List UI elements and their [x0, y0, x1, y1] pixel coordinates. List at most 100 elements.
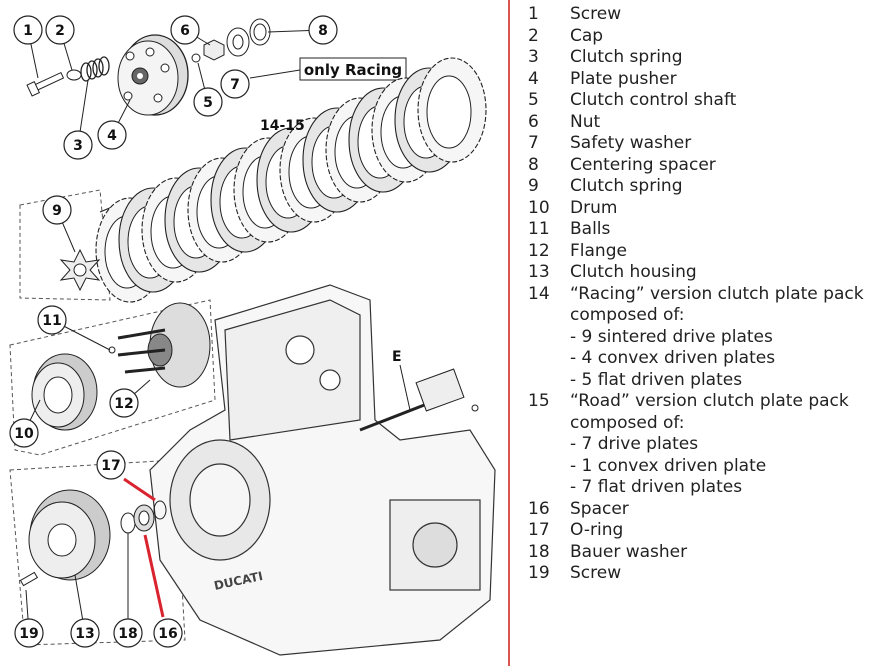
legend-subline: composed of:: [570, 412, 685, 433]
screw-1: [26, 71, 65, 97]
clutch-plate-bore: [426, 75, 472, 149]
legend-text: Bauer washer: [570, 541, 688, 562]
legend-subline: - 9 sintered drive plates: [570, 326, 773, 347]
drum-10: [31, 353, 98, 431]
legend-item: 7 Safety washer: [528, 133, 888, 155]
callout-16: 16: [153, 618, 183, 648]
callout-circle: [170, 15, 200, 45]
legend-number: 10: [528, 197, 550, 218]
legend-text: Safety washer: [570, 133, 692, 153]
callout-number: 9: [52, 203, 62, 219]
callout-circle: [97, 120, 127, 150]
screw-19: [19, 571, 39, 587]
legend-number: 13: [528, 262, 550, 282]
legend-number: 15: [528, 391, 550, 411]
shaft-e: E: [359, 349, 479, 432]
legend-number: 17: [528, 520, 550, 540]
legend-item: 15 “Road” version clutch plate pack: [528, 391, 888, 413]
callout-number: 17: [101, 458, 120, 474]
legend-text: Clutch spring: [570, 47, 683, 67]
callout-number: 12: [114, 396, 133, 412]
callout-circle: [96, 450, 126, 480]
clutch-housing-13: [28, 489, 111, 581]
legend-text: “Road” version clutch plate pack: [570, 391, 849, 411]
callout-8: 8: [308, 15, 338, 45]
legend-number: 1: [528, 4, 539, 24]
callout-circle: [63, 130, 93, 160]
callout-11: 11: [37, 305, 67, 335]
callout-7: 7: [220, 69, 250, 99]
callout-circle: [113, 618, 143, 648]
legend-text: Flange: [570, 240, 627, 261]
callout-circle: [109, 388, 139, 418]
callout-4: 4: [97, 120, 127, 150]
legend-text: Drum: [570, 197, 618, 218]
legend-number: 6: [528, 111, 539, 132]
callout-circle: [70, 618, 100, 648]
callout-number: 16: [158, 626, 177, 642]
legend-subline: - 5 flat driven plates: [570, 369, 743, 390]
spacer-16: [133, 504, 155, 532]
legend-number: 12: [528, 240, 550, 261]
callout-6: 6: [170, 15, 200, 45]
callout-circle: [9, 418, 39, 448]
callout-2: 2: [45, 15, 75, 45]
legend-subline: - 1 convex driven plate: [570, 455, 767, 476]
callout-12: 12: [109, 388, 139, 418]
callout-9: 9: [42, 195, 72, 225]
legend-item: 13 Clutch housing: [528, 262, 888, 284]
callout-17: 17: [96, 450, 126, 480]
only-racing-label: only Racing: [304, 61, 402, 79]
plate-pack-label: 14-15: [260, 118, 305, 134]
legend-subline: - 7 drive plates: [570, 434, 699, 454]
legend-text: Clutch control shaft: [570, 90, 737, 110]
callout-19: 19: [14, 618, 44, 648]
callout-number: 1: [23, 23, 33, 39]
callout-number: 7: [230, 77, 240, 93]
legend-number: 11: [528, 219, 550, 239]
legend-text: Clutch housing: [570, 262, 697, 282]
legend-text: Screw: [570, 563, 622, 583]
clutch-spring-3: [80, 56, 110, 82]
callout-number: 13: [75, 626, 94, 642]
callout-number: 18: [118, 626, 137, 642]
legend-item: 14“Racing” version clutch plate pack: [528, 284, 888, 306]
legend-number: 14: [528, 283, 550, 304]
callout-number: 8: [318, 23, 328, 39]
legend-number: 7: [528, 133, 539, 153]
exploded-clutch-diagram: only Racing 14-15 DUCATI: [9, 15, 496, 656]
legend-item: 16 Spacer: [528, 499, 888, 521]
callout-13: 13: [70, 618, 100, 648]
legend-subline: - 7 flat driven plates: [570, 477, 743, 497]
legend-item: 12 Flange: [528, 241, 888, 263]
clutch-plate-pack: [95, 57, 487, 303]
legend-number: 4: [528, 68, 539, 89]
control-shaft-5: [191, 53, 201, 63]
highlight-leaders: [123, 477, 165, 618]
red-divider: [508, 0, 510, 666]
legend-number: 16: [528, 498, 550, 519]
legend-number: 19: [528, 563, 550, 583]
callout-circle: [308, 15, 338, 45]
callout-1: 1: [13, 15, 43, 45]
callout-10: 10: [9, 418, 39, 448]
callout-circle: [42, 195, 72, 225]
callout-circle: [13, 15, 43, 45]
centering-spacer-8: [249, 18, 271, 46]
legend-text: Spacer: [570, 498, 629, 519]
callout-number: 2: [55, 23, 65, 39]
legend-text: Balls: [570, 219, 611, 239]
callout-circle: [37, 305, 67, 335]
legend-text: Clutch spring: [570, 176, 683, 196]
callout-number: 4: [107, 128, 117, 144]
legend-subline: composed of:: [570, 305, 685, 325]
safety-washer-7: [226, 27, 250, 57]
flange-12: [117, 302, 211, 388]
